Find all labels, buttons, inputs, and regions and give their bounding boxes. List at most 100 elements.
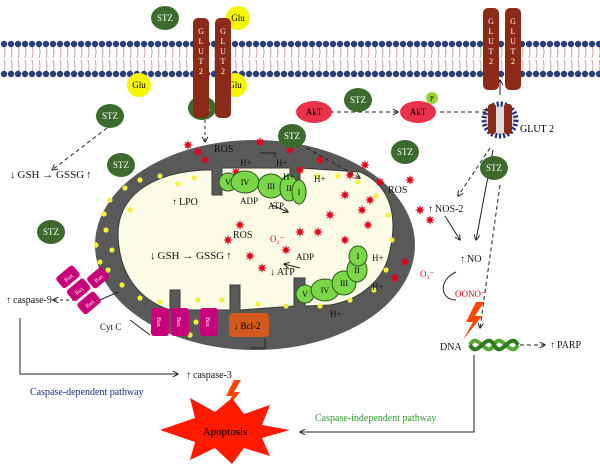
- granule: [347, 297, 353, 303]
- complex-iii-label: III: [267, 182, 275, 191]
- granule: [385, 212, 391, 218]
- granule: [335, 173, 341, 179]
- nos2-label: ↑NOS-2: [428, 204, 463, 215]
- no-label: ↑NO: [460, 254, 481, 265]
- cyt-c-label: Cyt C: [100, 322, 121, 332]
- glut2-letter: U: [488, 37, 494, 46]
- glut2-letter: G: [198, 27, 204, 36]
- bcl2-protein: ↓Bcl-2: [229, 313, 269, 337]
- ros-label: ROS: [388, 185, 407, 196]
- bax-proteins: Bax Bax Bax Bax Bax Bax Bax: [56, 265, 218, 336]
- glut2-letter: 2: [489, 57, 493, 66]
- parp-label: ↑PARP: [550, 340, 582, 351]
- granule: [219, 297, 225, 303]
- ros-particle: [325, 210, 335, 220]
- bax-label: Bax: [155, 317, 161, 327]
- stz-label: STZ: [43, 227, 59, 237]
- ros-label: ROS: [214, 144, 233, 155]
- glut2-letter: T: [489, 47, 494, 56]
- h-plus-label: H+: [276, 158, 288, 168]
- h-plus-label: H+: [314, 174, 326, 184]
- ros-particle: [245, 251, 255, 261]
- glut2-letter: U: [198, 47, 204, 56]
- akt-phosphorylated: AkT P: [400, 92, 438, 123]
- glu-label: Glu: [228, 80, 242, 90]
- lpo-label: ↑LPO: [172, 197, 198, 208]
- stz-molecule: STZ: [107, 153, 135, 177]
- glut2-letter: L: [199, 37, 204, 46]
- granule: [127, 207, 133, 213]
- glu-label: Glu: [231, 13, 245, 23]
- stz-molecule: STZ: [37, 220, 65, 244]
- h-plus-label: H+: [372, 282, 384, 292]
- ros-particle: [400, 257, 410, 267]
- complex-iv-label: IV: [321, 286, 330, 295]
- stz-label: STZ: [486, 163, 502, 173]
- granule: [317, 303, 323, 309]
- lightning-icon: [463, 302, 484, 340]
- granule: [373, 193, 379, 199]
- stz-label: STZ: [113, 160, 129, 170]
- glut2-letter: U: [510, 37, 516, 46]
- gsh-matrix: ↓GSH → GSSG↑: [150, 250, 232, 262]
- granule: [191, 175, 197, 181]
- caspase3-label: ↑caspase-3: [186, 370, 232, 381]
- bax-label: Bax: [85, 299, 96, 310]
- phospho-label: P: [430, 95, 434, 103]
- ros-particle: [405, 175, 415, 185]
- superoxide-label: O₂⁻: [420, 269, 435, 279]
- arrows: [19, 80, 545, 432]
- granule: [175, 181, 181, 187]
- granule: [389, 237, 395, 243]
- granule: [193, 319, 199, 325]
- granule: [283, 303, 289, 309]
- glucose: Glu: [226, 6, 250, 30]
- ros-particle: [313, 227, 323, 237]
- ros-particle: [425, 215, 435, 225]
- ros-particle: [365, 195, 375, 205]
- stz-label: STZ: [102, 111, 118, 121]
- complex-i-label: I: [298, 188, 301, 197]
- ros-particle: [360, 160, 370, 170]
- glut2-letter: T: [199, 57, 204, 66]
- ros-particle: [183, 140, 193, 150]
- glut2-letter: 2: [199, 67, 203, 76]
- granule: [101, 211, 107, 217]
- glut2-letter: T: [511, 47, 516, 56]
- granule: [255, 301, 261, 307]
- oono-label: OONO⁻: [455, 289, 486, 299]
- stz-label: STZ: [397, 147, 413, 157]
- glut2-letter: 2: [511, 57, 515, 66]
- stz-molecule: STZ: [151, 6, 179, 30]
- caspase-dependent-label: Caspase-dependent pathway: [30, 387, 144, 398]
- stz-molecule: STZ: [96, 104, 124, 128]
- ros-particle: [357, 205, 367, 215]
- atp-bottom: ↓ATP: [270, 267, 295, 278]
- complex-iv-label: IV: [241, 178, 250, 187]
- glut2-letter: G: [510, 17, 516, 26]
- caspase-independent-label: Caspase-independent pathway: [315, 413, 436, 424]
- stz-label: STZ: [157, 13, 173, 23]
- apoptosis-label: Apoptosis: [203, 426, 248, 438]
- h-plus-label: H+: [240, 158, 252, 168]
- complex-ii-label: II: [354, 266, 360, 275]
- ros-particle: [257, 263, 267, 273]
- glut2-letter: T: [221, 57, 226, 66]
- caspase9-label: ↑caspase-9: [6, 295, 52, 306]
- text-labels: ROS ROS ROS ↓GSH → GSSG↑ ↓GSH → GSSG↑ ↑L…: [6, 144, 582, 424]
- ros-particle: [375, 177, 385, 187]
- ros-particle: [281, 245, 291, 255]
- stz-molecule: STZ: [391, 140, 419, 164]
- stz-molecule: STZ: [344, 88, 372, 112]
- ros-particle: [223, 235, 233, 245]
- ros-particle: [295, 227, 305, 237]
- glut2-letter: L: [489, 27, 494, 36]
- granule: [137, 177, 143, 183]
- bax-label: Bax: [175, 317, 181, 327]
- stz-label: STZ: [350, 95, 366, 105]
